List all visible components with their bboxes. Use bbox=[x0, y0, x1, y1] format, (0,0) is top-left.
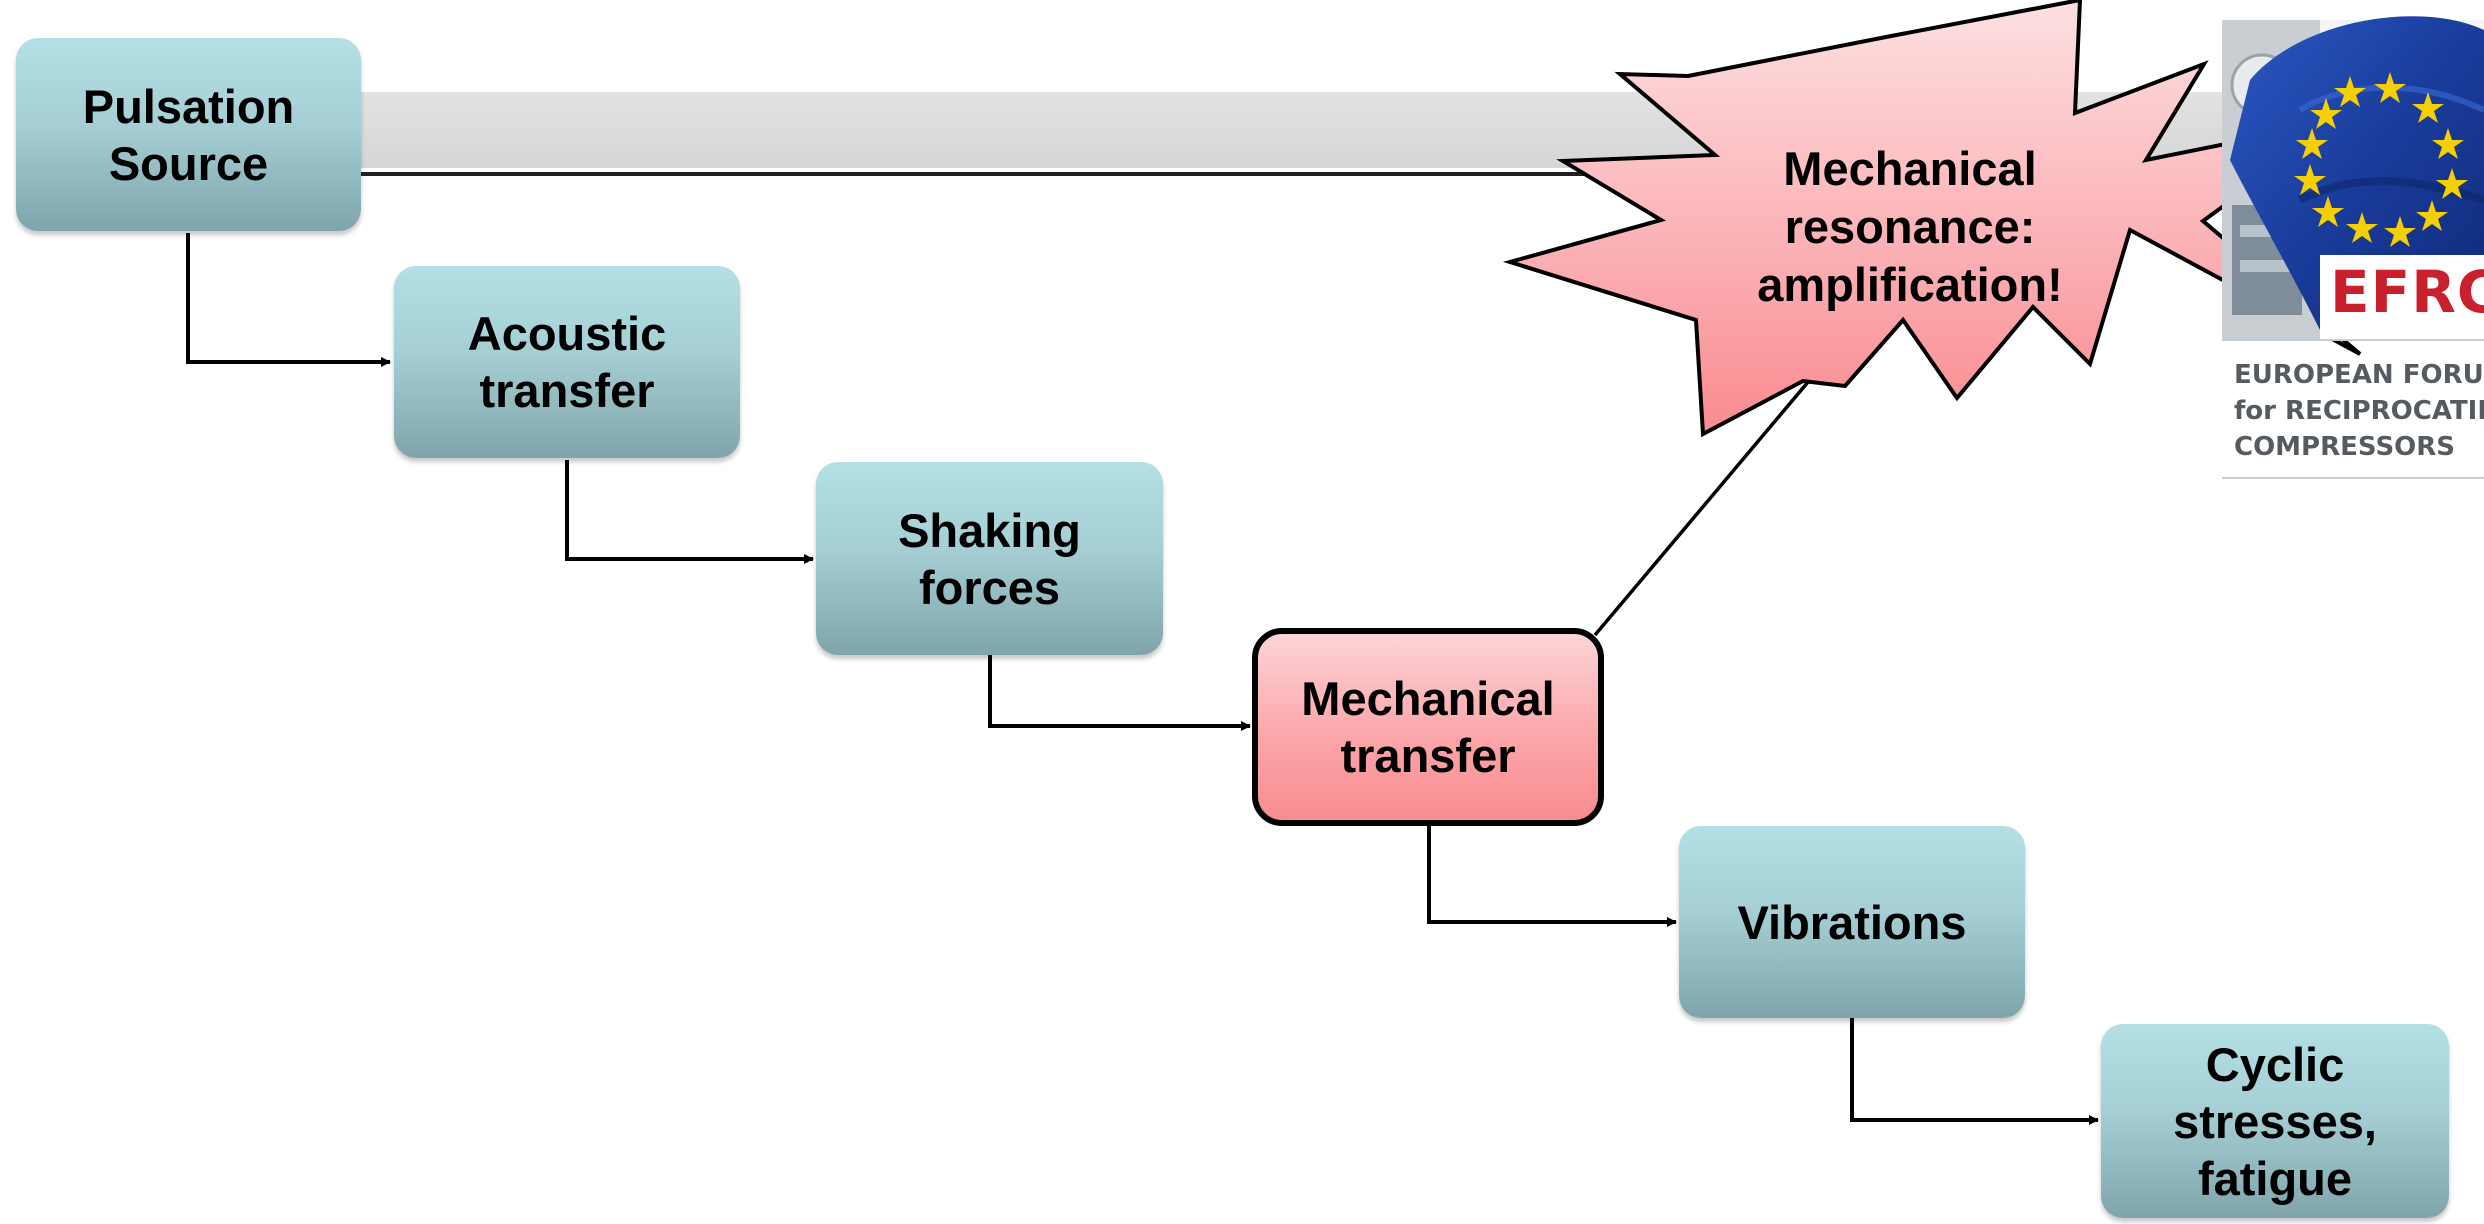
node-cyclic-stresses: Cyclic stresses, fatigue bbox=[2101, 1024, 2449, 1218]
node-pulsation-source: Pulsation Source bbox=[16, 38, 361, 231]
logo-line-1: EUROPEAN FORUM bbox=[2234, 360, 2484, 390]
logo-line-3: COMPRESSORS bbox=[2234, 432, 2456, 462]
node-acoustic-transfer: Acoustic transfer bbox=[394, 266, 740, 458]
node-shaking-forces: Shaking forces bbox=[816, 462, 1163, 655]
logo-line-2: for RECIPROCATING bbox=[2234, 396, 2484, 426]
node-mechanical-transfer: Mechanical transfer bbox=[1252, 628, 1604, 826]
resonance-starburst bbox=[1502, 0, 2362, 438]
connector-vibrations-cyclic bbox=[1850, 1018, 2099, 1125]
connectors bbox=[186, 233, 2099, 1125]
logo-acronym: EFRC bbox=[2330, 258, 2484, 326]
node-vibrations: Vibrations bbox=[1679, 826, 2025, 1018]
connector-shaking-mechanical bbox=[988, 654, 1251, 731]
connector-mechanical-vibrations bbox=[1427, 826, 1677, 927]
callout-label: Mechanical resonance: amplification! bbox=[1757, 142, 2063, 311]
callout-pointer bbox=[1593, 380, 1810, 637]
connector-pulsation-acoustic bbox=[186, 233, 391, 367]
efrc-logo bbox=[2222, 16, 2484, 479]
connector-acoustic-shaking bbox=[565, 460, 814, 564]
